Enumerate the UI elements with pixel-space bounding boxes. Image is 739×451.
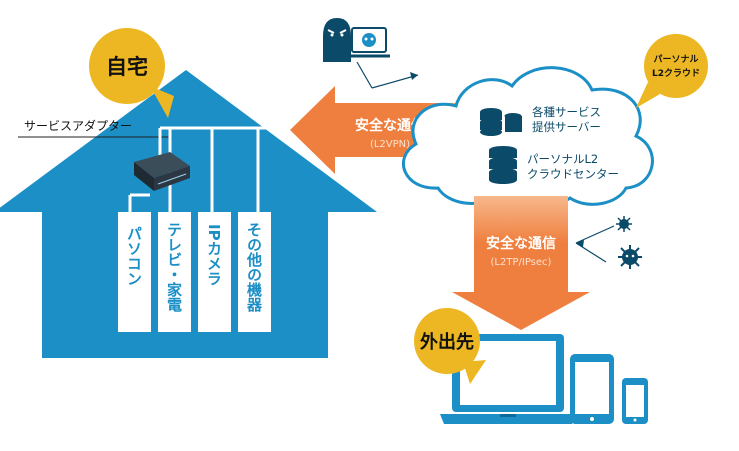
cloud: 各種サービス 提供サーバー パーソナルL2 クラウドセンター bbox=[402, 66, 654, 211]
arrow-to-outside-protocol: (L2TP/IPsec) bbox=[491, 257, 552, 268]
device-panel-tv bbox=[158, 212, 191, 332]
server-stack-icon bbox=[480, 108, 522, 136]
smartphone-icon bbox=[622, 378, 648, 424]
device-panel-other bbox=[238, 212, 271, 332]
cloud-shape bbox=[402, 66, 654, 211]
cloud-badge-line1: パーソナル bbox=[653, 53, 698, 65]
device-panels: パソコン テレビ・家電 IPカメラ その他の機器 bbox=[118, 212, 271, 332]
device-label-pc: パソコン bbox=[125, 226, 143, 286]
tablet-icon bbox=[570, 354, 614, 424]
cloud-badge: パーソナル L2クラウド bbox=[636, 34, 708, 108]
device-label-tv: テレビ・家電 bbox=[165, 222, 183, 313]
virus-icon-small bbox=[616, 216, 632, 232]
blocked-lines-right bbox=[575, 225, 615, 263]
device-panel-pc bbox=[118, 212, 151, 332]
arrow-to-outside: 安全な通信 (L2TP/IPsec) bbox=[452, 196, 590, 330]
adapter-label: サービスアダプター bbox=[24, 118, 132, 133]
server1-label-line1: 各種サービス bbox=[532, 105, 601, 119]
blocked-lines bbox=[356, 61, 419, 89]
device-label-other: その他の機器 bbox=[245, 222, 263, 313]
arrow-to-home-title: 安全な通信 bbox=[355, 117, 425, 134]
arrow-to-home-protocol: (L2VPN) bbox=[370, 139, 410, 150]
attacker-icon bbox=[323, 18, 351, 62]
database-icon bbox=[489, 146, 517, 184]
server2-label-line2: クラウドセンター bbox=[527, 167, 619, 181]
attacker-laptop-icon bbox=[348, 27, 390, 58]
server2-label-line1: パーソナルL2 bbox=[527, 152, 598, 166]
server1-label-line2: 提供サーバー bbox=[532, 120, 601, 134]
home-bubble: 自宅 bbox=[89, 28, 174, 118]
device-label-camera: IPカメラ bbox=[205, 224, 223, 286]
arrow-to-outside-title: 安全な通信 bbox=[486, 235, 556, 252]
virus-icon-large bbox=[618, 245, 642, 269]
service-adapter-icon bbox=[134, 152, 190, 191]
outside-bubble-label: 外出先 bbox=[420, 331, 474, 353]
cloud-badge-line2: L2クラウド bbox=[652, 68, 700, 79]
device-panel-camera bbox=[198, 212, 231, 332]
outside-bubble: 外出先 bbox=[414, 308, 486, 384]
home-bubble-label: 自宅 bbox=[106, 55, 148, 79]
